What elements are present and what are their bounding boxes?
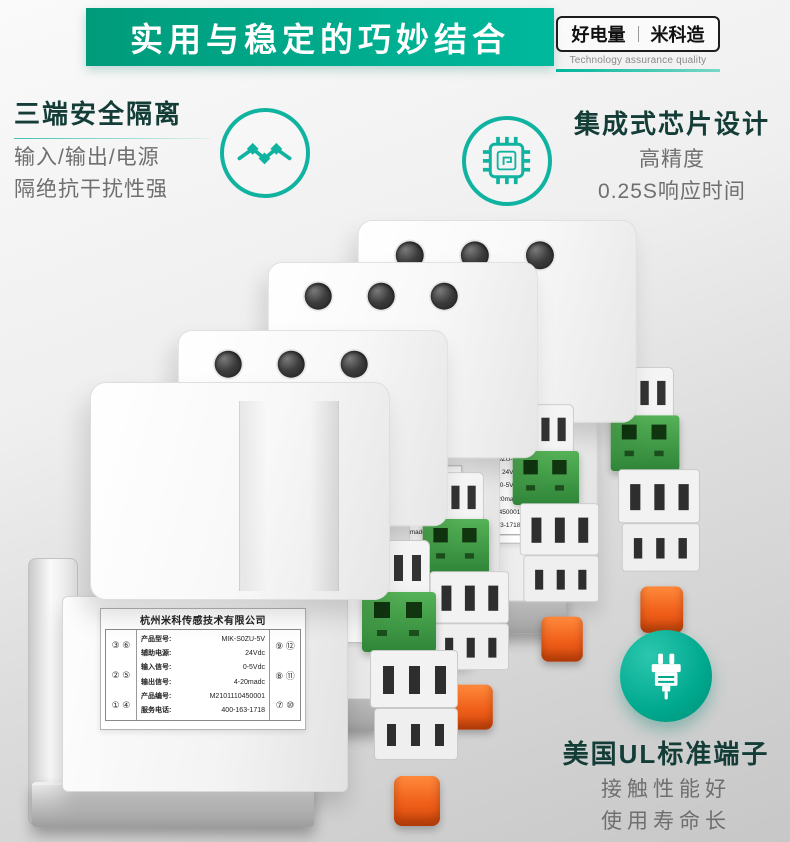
orange-release-clip xyxy=(640,586,684,633)
terminal-pins xyxy=(519,503,599,556)
green-connector xyxy=(362,592,436,652)
terminal-pins xyxy=(429,571,509,624)
wire-hole xyxy=(214,350,242,378)
spec-row: 输入信号: 0-5Vdc xyxy=(141,664,265,671)
terminal-pair: ② ⑤ xyxy=(111,669,131,680)
terminal-pins xyxy=(618,469,700,524)
spec-value: 0-5Vdc xyxy=(242,664,265,672)
spec-value: 400-163-1718 xyxy=(479,522,521,530)
spec-label: 输入信号: xyxy=(141,664,172,672)
feature-line: 0.25S响应时间 xyxy=(598,180,746,204)
feature-underline xyxy=(14,138,210,139)
feature-line: 使用寿命长 xyxy=(601,810,731,834)
brand-box: 好电量 米科造 xyxy=(556,16,720,52)
brand-badge: 好电量 米科造 Technology assurance quality xyxy=(556,16,720,72)
icon-circle xyxy=(220,108,310,198)
brand-name-right: 米科造 xyxy=(650,25,705,45)
feature-line: 高精度 xyxy=(639,148,705,171)
orange-release-clip xyxy=(394,776,440,826)
green-connector xyxy=(512,451,580,505)
spec-row: 服务电话: 400-163-1718 xyxy=(141,707,265,714)
spec-row: 输出信号: 4-20madc xyxy=(141,679,265,686)
terminal-pins xyxy=(370,650,458,708)
spec-value: 24Vdc xyxy=(501,469,521,476)
green-connector xyxy=(610,415,680,472)
terminal-numbers-right: ⑨ ⑫ ⑧ ⑪ ⑦ ⑩ xyxy=(269,630,300,720)
feature-isolation-text: 三端安全隔离 输入/输出/电源 隔绝抗干扰性强 xyxy=(14,94,210,204)
green-connector xyxy=(422,519,490,573)
label-specs: 产品型号:MIK-S0ZU-5V 辅助电源:24Vdc 输入信号:0-5Vdc … xyxy=(137,630,269,720)
terminal-pins-secondary xyxy=(523,555,599,603)
spec-row: 辅助电源: 24Vdc xyxy=(141,650,265,657)
wire-hole xyxy=(430,282,458,310)
orange-release-clip xyxy=(541,616,583,662)
orange-release-clip xyxy=(451,684,493,730)
product-label: 杭州米科传感技术有限公司 ③ ⑥ ② ⑤ ① ④ 产品型号: MIK-S0ZU-5… xyxy=(100,608,306,730)
feature-title: 集成式芯片设计 xyxy=(573,109,770,139)
feature-line: 输入/输出/电源 xyxy=(14,146,160,169)
icon-circle xyxy=(462,116,552,206)
feature-isolation: 三端安全隔离 输入/输出/电源 隔绝抗干扰性强 xyxy=(14,94,310,204)
brand-name-left: 好电量 xyxy=(571,25,626,45)
spec-value: 24Vdc xyxy=(245,649,265,657)
terminal-pins-secondary xyxy=(374,708,458,760)
spec-value: 4-20madc xyxy=(397,528,426,536)
wire-channel xyxy=(239,401,339,591)
brand-underline xyxy=(556,69,720,72)
terminal-tower xyxy=(346,540,470,840)
wire-hole xyxy=(367,282,395,310)
banner-title: 实用与稳定的巧妙结合 xyxy=(130,21,510,58)
ul-terminal-icon xyxy=(651,653,681,700)
feature-title: 美国UL标准端子 xyxy=(562,739,770,769)
feature-chip-text: 集成式芯片设计 高精度 0.25S响应时间 xyxy=(568,104,776,206)
spec-value: M2101110450001 xyxy=(209,692,265,700)
terminal-numbers-left: ③ ⑥ ② ⑤ ① ④ xyxy=(106,630,137,720)
spec-label: 产品编号: xyxy=(141,692,172,700)
wave-diamond-icon xyxy=(238,143,292,165)
spec-value: 4-20madc xyxy=(233,678,265,686)
terminal-pair: ① ④ xyxy=(111,699,131,710)
terminal-pair: ⑧ ⑪ xyxy=(275,671,295,682)
brand-tagline: Technology assurance quality xyxy=(569,55,707,66)
spec-label: 产品型号: xyxy=(141,635,172,643)
spec-value: MIK-S0ZU-5V xyxy=(479,455,521,463)
label-company: 杭州米科传感技术有限公司 xyxy=(140,616,266,627)
spec-label: 输出信号: xyxy=(141,678,172,686)
terminal-pair: ⑨ ⑫ xyxy=(275,640,295,651)
wire-hole xyxy=(277,350,305,378)
brand-divider xyxy=(637,26,639,42)
spec-label: 辅助电源: xyxy=(141,649,172,657)
terminal-pins-secondary xyxy=(621,523,700,572)
wire-hole xyxy=(304,282,332,310)
terminal-pair: ③ ⑥ xyxy=(111,639,131,650)
feature-title: 三端安全隔离 xyxy=(14,99,183,129)
spec-value: 0-5Vdc xyxy=(499,482,521,490)
spec-row: 产品型号: MIK-S0ZU-5V xyxy=(141,636,265,643)
chip-icon xyxy=(483,137,531,185)
wire-hole xyxy=(340,350,368,378)
feature-ul-terminal: 美国UL标准端子 接触性能好 使用寿命长 xyxy=(556,630,776,836)
spec-value: 4-20madc xyxy=(491,495,521,503)
feature-line: 接触性能好 xyxy=(601,778,731,801)
spec-value: 400-163-1718 xyxy=(221,707,265,715)
device-head xyxy=(90,382,390,600)
terminal-tower xyxy=(596,366,711,646)
feature-line: 隔绝抗干扰性强 xyxy=(14,178,168,202)
feature-chip: 集成式芯片设计 高精度 0.25S响应时间 xyxy=(462,104,776,206)
product-device: 杭州米科传感技术有限公司 ③ ⑥ ② ⑤ ① ④ 产品型号: MIK-S0ZU-5… xyxy=(28,382,488,842)
spec-label: 服务电话: xyxy=(141,707,172,715)
banner: 实用与稳定的巧妙结合 xyxy=(86,8,554,66)
icon-circle xyxy=(620,630,712,722)
spec-row: 产品编号: M2101110450001 xyxy=(141,693,265,700)
terminal-pair: ⑦ ⑩ xyxy=(275,700,295,711)
label-spec-table: ③ ⑥ ② ⑤ ① ④ 产品型号:MIK-S0ZU-5V 辅助电源:24Vdc … xyxy=(105,629,301,721)
spec-value: MIK-S0ZU-5V xyxy=(221,635,265,643)
